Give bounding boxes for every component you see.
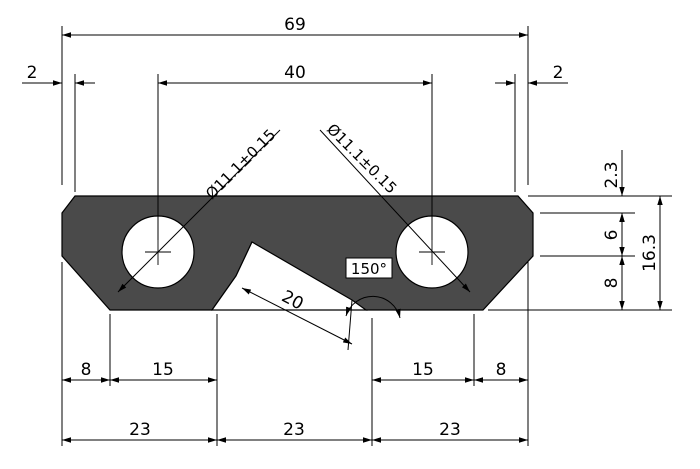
dim-left-chamfer: 8 [81, 360, 92, 380]
dim-total-height: 16.3 [640, 234, 660, 272]
dim-right-offset: 2 [553, 63, 564, 83]
dim-bottom-right: 23 [439, 420, 461, 440]
dim-mid-height: 6 [602, 230, 622, 241]
dim-hole-spacing: 40 [284, 63, 306, 83]
dim-left-offset: 2 [27, 63, 38, 83]
right-hole-diameter-label: Ø11.1±0.15 [323, 120, 400, 197]
left-hole-diameter-label: Ø11.1±0.15 [202, 126, 279, 203]
dim-bottom-left: 23 [129, 420, 151, 440]
dim-lower-height: 8 [602, 278, 622, 289]
left-hole-leader [117, 129, 281, 293]
right-hole-leader [319, 129, 471, 293]
dim-overall-width: 69 [284, 15, 306, 35]
dim-line-slot-length [241, 287, 353, 345]
dim-left-segment: 15 [152, 360, 174, 380]
dim-bottom-mid: 23 [283, 420, 305, 440]
dim-top-offset: 2.3 [602, 161, 622, 188]
dim-right-chamfer: 8 [496, 360, 507, 380]
dim-right-segment: 15 [412, 360, 434, 380]
angle-label: 150° [351, 260, 387, 278]
right-hole-center-mark [419, 239, 445, 265]
